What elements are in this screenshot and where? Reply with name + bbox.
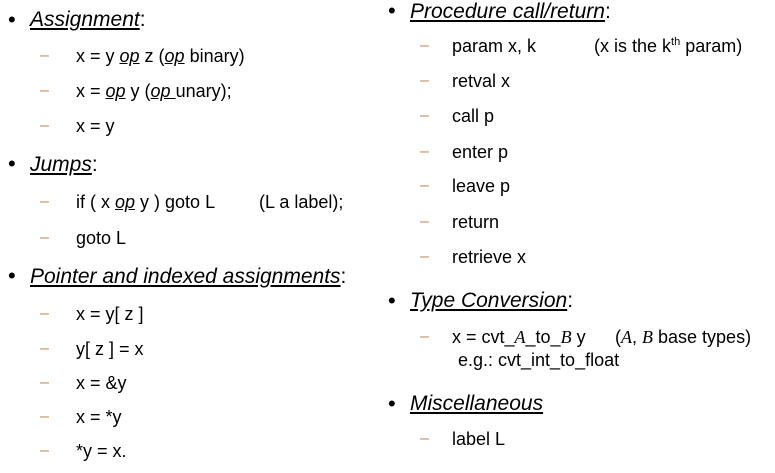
pointer-item: x = y[ z ] — [76, 304, 144, 324]
dash: – — [420, 248, 429, 265]
procedure-item: return — [452, 212, 500, 232]
heading-pointer-assignments: Pointer and indexed assignments: — [30, 265, 347, 288]
bullet-dot: • — [388, 0, 396, 23]
dash: – — [420, 72, 429, 89]
dash: – — [420, 328, 429, 345]
procedure-param-note: (x is the kth param) — [594, 36, 743, 56]
bullet-dot: • — [388, 288, 396, 313]
procedure-item: leave p — [452, 176, 511, 196]
heading-procedure-call: Procedure call/return: — [410, 0, 611, 23]
dash: – — [420, 430, 429, 447]
dash: – — [40, 442, 49, 459]
conversion-example: e.g.: cvt_int_to_float — [458, 350, 620, 370]
dash: – — [40, 229, 49, 246]
dash: – — [40, 408, 49, 425]
pointer-item: *y = x. — [76, 441, 127, 461]
dash: – — [420, 213, 429, 230]
jumps-item-note: (L a label); — [259, 192, 344, 212]
pointer-item: x = &y — [76, 373, 127, 393]
assignment-item-binary: x = y op z (op binary) — [76, 46, 245, 66]
conversion-item-note: (A, B base types) — [615, 327, 752, 347]
procedure-item: enter p — [452, 142, 509, 162]
dash: – — [420, 37, 429, 54]
bullet-dot: • — [8, 263, 16, 288]
dash: – — [420, 177, 429, 194]
jumps-item-goto: goto L — [76, 228, 127, 248]
heading-miscellaneous: Miscellaneous — [410, 392, 544, 415]
dash: – — [40, 374, 49, 391]
dash: – — [40, 117, 49, 134]
dash: – — [420, 143, 429, 160]
assignment-item-copy: x = y — [76, 116, 115, 136]
heading-type-conversion: Type Conversion: — [410, 289, 574, 312]
bullet-dot: • — [8, 7, 16, 32]
procedure-item-param: param x, k — [452, 36, 537, 56]
dash: – — [40, 340, 49, 357]
procedure-item: retrieve x — [452, 247, 527, 267]
procedure-item: call p — [452, 106, 495, 126]
pointer-item: y[ z ] = x — [76, 339, 144, 359]
conversion-item-cvt: x = cvt_A_to_B y — [452, 327, 586, 347]
assignment-item-unary: x = op y (op unary); — [76, 81, 232, 101]
heading-assignment: Assignment: — [30, 8, 146, 31]
misc-item: label L — [452, 429, 506, 449]
bullet-dot: • — [8, 151, 16, 176]
dash: – — [40, 82, 49, 99]
jumps-item-conditional: if ( x op y ) goto L — [76, 192, 216, 212]
dash: – — [40, 305, 49, 322]
pointer-item: x = *y — [76, 407, 122, 427]
procedure-item: retval x — [452, 71, 511, 91]
dash: – — [420, 107, 429, 124]
heading-jumps: Jumps: — [30, 153, 98, 176]
bullet-dot: • — [388, 391, 396, 416]
dash: – — [40, 193, 49, 210]
dash: – — [40, 47, 49, 64]
